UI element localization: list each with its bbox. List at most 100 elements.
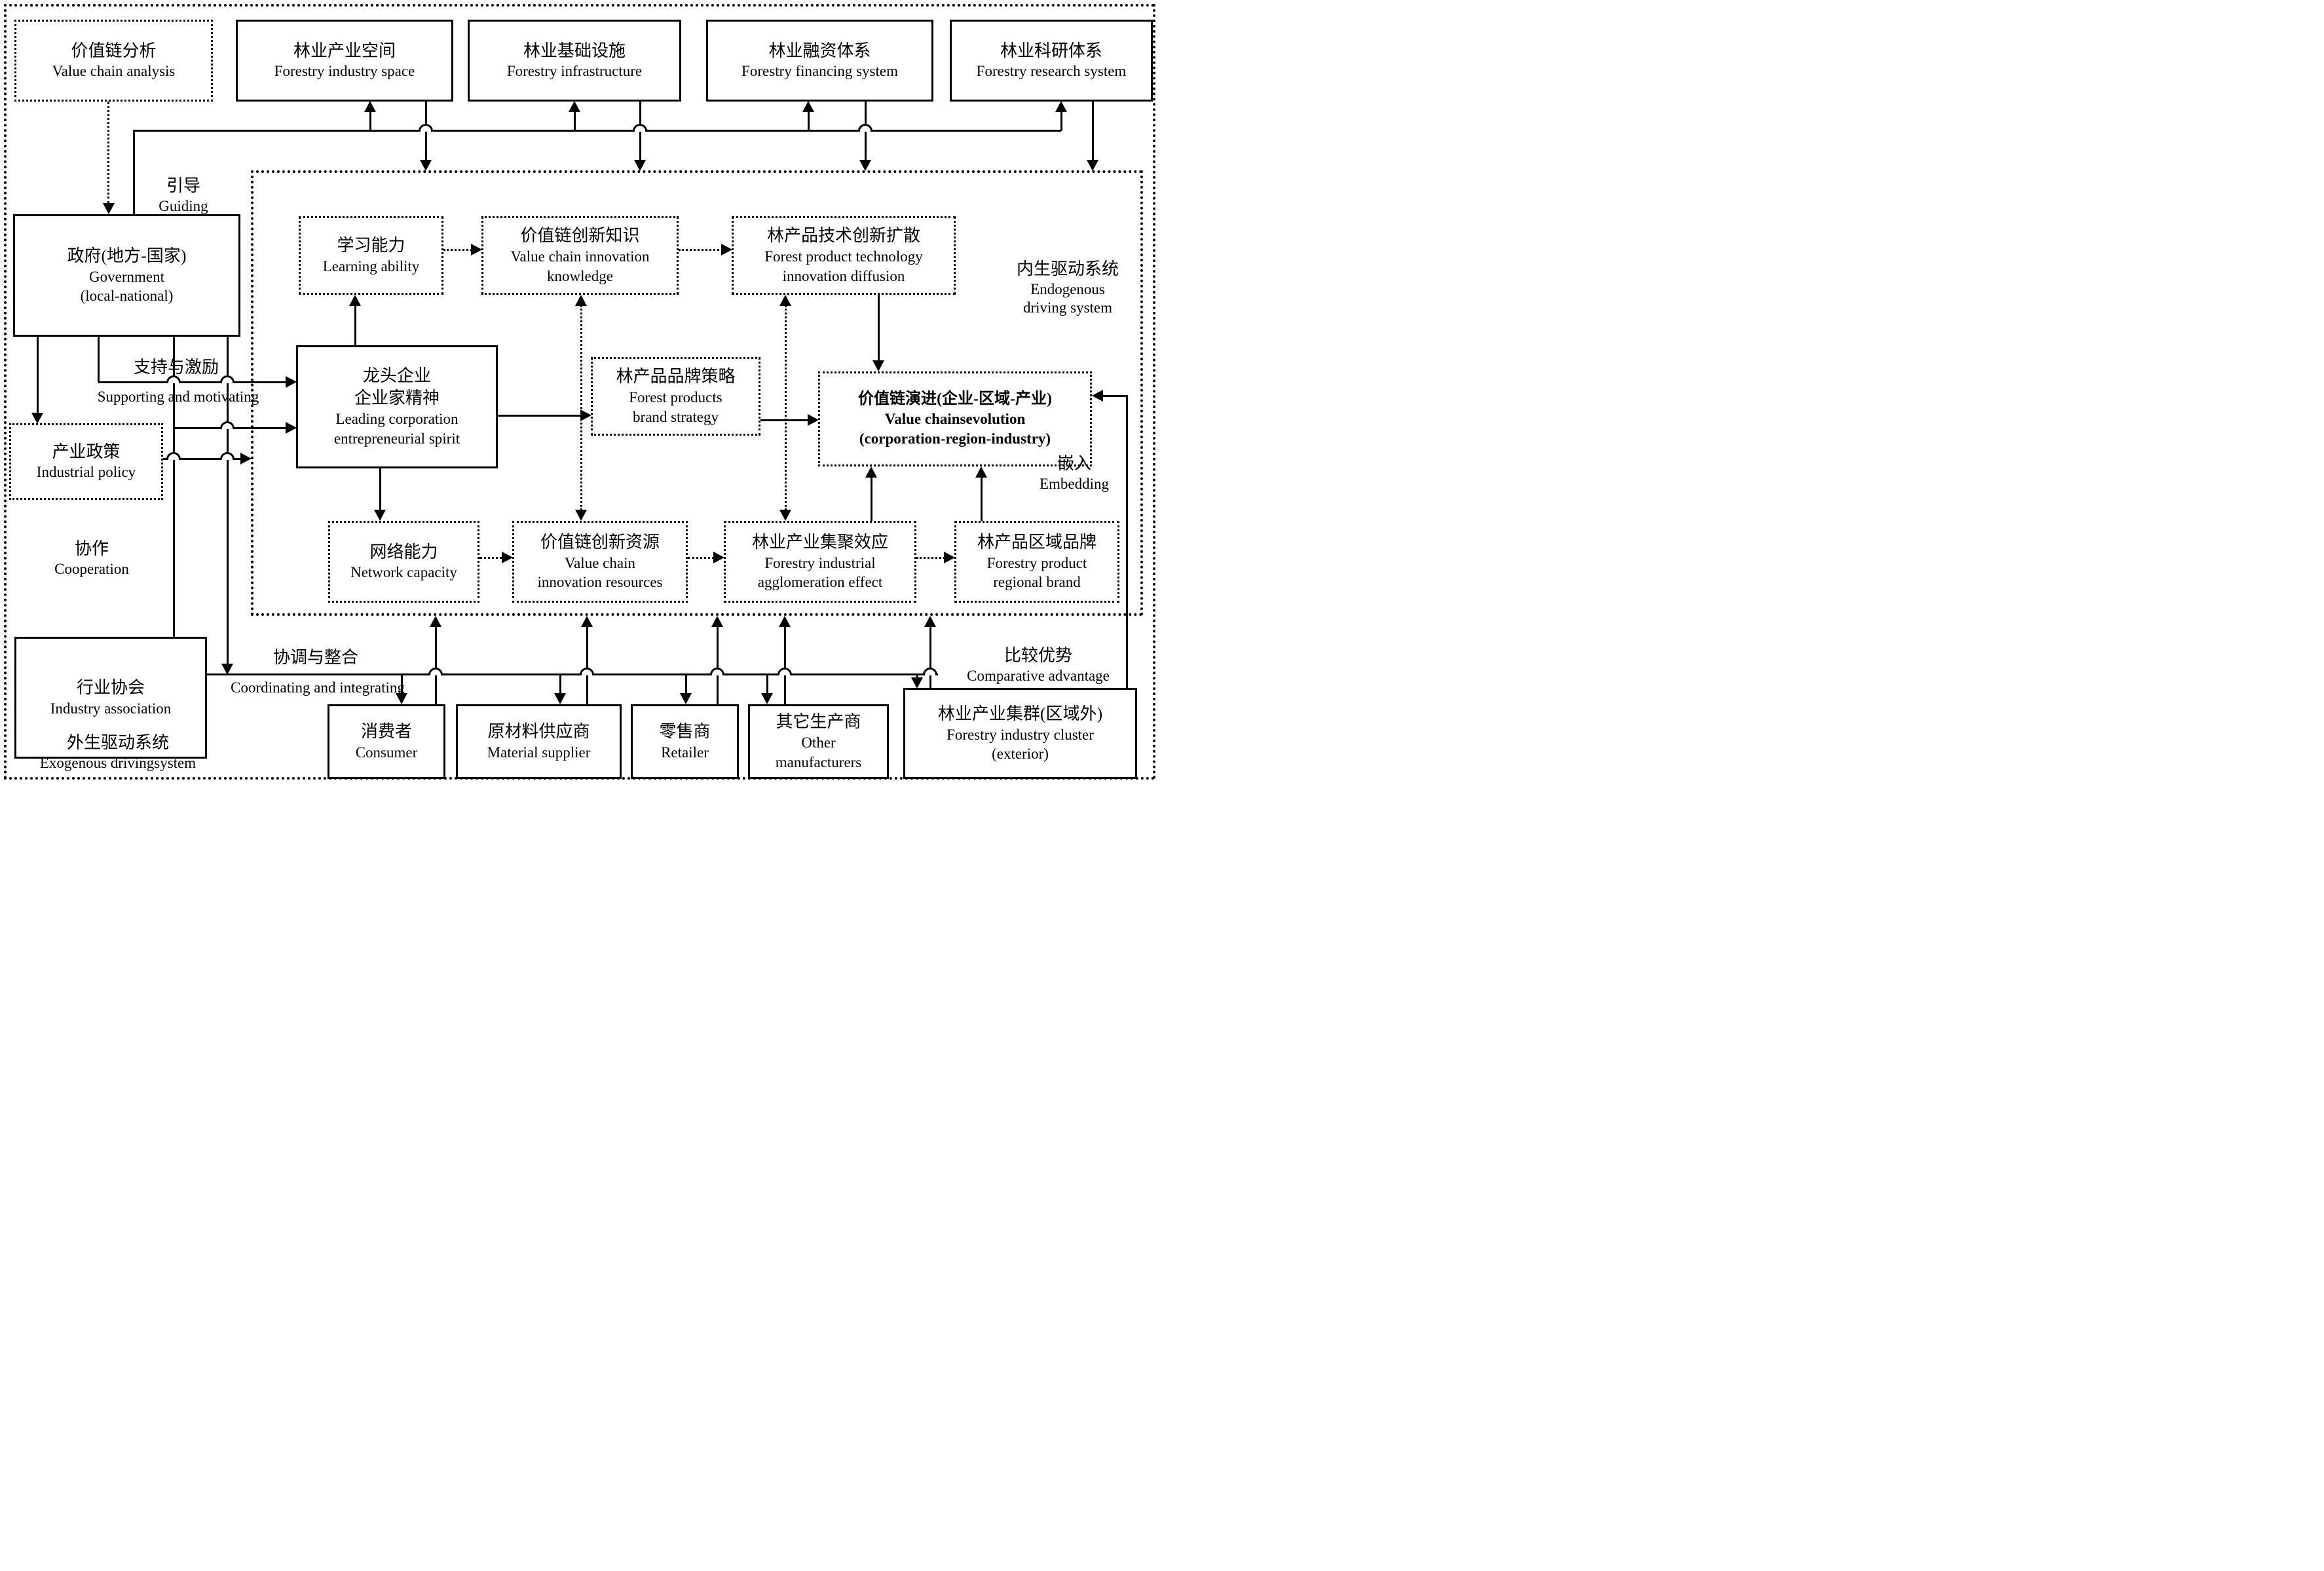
label-text: Supporting and motivating [97,388,259,405]
box-network-capacity: 网络能力 Network capacity [328,521,479,603]
label-text: driving system [1022,299,1113,316]
arrow-rail-to-consumer [401,673,403,694]
box-label: 林业产业集聚效应 [751,532,888,552]
box-label: 林产品技术创新扩散 [766,226,920,246]
arrowhead-right-icon [944,552,955,563]
box-label: Forestry industry cluster [946,726,1094,743]
line-hop [710,668,724,675]
box-label: Material supplier [487,744,591,761]
box-label: 林业科研体系 [1000,41,1102,60]
label-text: 比较优势 [1003,646,1072,665]
label-text: 支持与激励 [133,358,219,377]
box-label: Forestry industrial [764,554,876,571]
arrowhead-right-icon [721,244,732,256]
arrowhead-down-icon [420,160,432,171]
label-text: Endogenous [1030,280,1105,297]
arrow-analysis-to-government-dotted [107,102,109,204]
label-cooperation: 协作 Cooperation [26,539,157,578]
box-label: 价值链演进(企业-区域-产业) [858,390,1052,408]
arrow-bus-to-industry-space [369,111,371,131]
box-label: Forestry infrastructure [506,63,643,80]
arrowhead-down-icon [634,160,646,171]
arrow-government-to-policy [37,337,39,413]
arrow-rail-to-retailer [685,673,687,694]
arrow-knowledge-to-diffusion-dotted [679,249,726,251]
label-endogenous-system: 内生驱动系统 Endogenous driving system [996,259,1140,318]
box-label: 学习能力 [337,236,405,256]
box-label: Industry association [50,700,172,717]
box-label: Network capacity [350,564,457,581]
diagram-canvas: 价值链分析 Value chain analysis 林业产业空间 Forest… [0,0,1162,786]
box-forestry-infrastructure: 林业基础设施 Forestry infrastructure [468,20,681,102]
arrow-learning-to-knowledge-dotted [443,249,476,251]
box-label: Value chain innovation [510,248,650,265]
arrow-network-to-resources-dotted [479,557,507,559]
arrow-bus-to-financing [808,111,810,131]
arrow-other-to-inner [784,626,786,704]
label-text: 外生驱动系统 [66,733,169,752]
line-government-to-bus [133,130,135,214]
line-hop [220,452,234,460]
box-label: agglomeration effect [757,574,883,591]
box-forestry-financing-system: 林业融资体系 Forestry financing system [706,20,933,102]
arrowhead-up-icon [975,466,987,478]
label-text: 内生驱动系统 [1016,259,1119,278]
arrowhead-up-icon [349,295,361,306]
box-label: Retailer [661,744,709,761]
line-hop [220,421,234,429]
box-label: entrepreneurial spirit [333,430,460,447]
box-label: Other [801,734,836,751]
arrow-rail-to-other-manufacturers [766,673,768,694]
box-label: Forestry industry space [274,63,415,80]
box-label: Forestry research system [976,63,1127,80]
box-retailer: 零售商 Retailer [631,704,739,779]
arrow-agglomeration-to-regional-dotted [916,557,949,559]
box-technology-innovation-diffusion: 林产品技术创新扩散 Forest product technology inno… [732,216,956,295]
box-label: 行业协会 [76,678,145,698]
label-embedding: 嵌入 Embedding [1009,453,1140,493]
label-supporting-en: Supporting and motivating [64,388,293,407]
box-label: 网络能力 [369,542,438,561]
arrowhead-right-icon [713,552,724,563]
box-label: regional brand [993,574,1081,591]
label-text: Guiding [159,197,208,214]
box-label: 企业家精神 [354,388,440,408]
arrow-bus-to-infrastructure [574,111,576,131]
arrowhead-up-icon [865,466,877,478]
box-value-chain-innovation-knowledge: 价值链创新知识 Value chain innovation knowledge [481,216,679,295]
arrow-agglomeration-to-evolution [871,477,872,521]
arrow-rail-to-cluster [916,673,918,679]
box-label: 价值链创新知识 [520,226,640,246]
line-top-bus [134,130,1061,132]
box-label: Forest product technology [764,248,923,265]
line-hop [858,124,872,132]
box-label: 林业基础设施 [523,41,626,60]
box-leading-corporation: 龙头企业 企业家精神 Leading corporation entrepren… [296,345,498,468]
label-comparative-advantage: 比较优势 Comparative advantage [940,645,1136,685]
box-material-supplier: 原材料供应商 Material supplier [456,704,622,779]
arrow-government-to-rail [227,337,229,664]
box-label: Learning ability [322,257,420,274]
label-text: 嵌入 [1057,454,1091,473]
arrowhead-up-icon [779,295,791,306]
line-hop [580,668,594,675]
arrowhead-right-icon [471,244,482,256]
box-value-chain-analysis: 价值链分析 Value chain analysis [14,20,213,102]
label-text: Comparative advantage [967,667,1110,684]
box-label: (local-national) [80,288,174,305]
box-label: 原材料供应商 [487,722,590,742]
box-value-chain-evolution: 价值链演进(企业-区域-产业) Value chainsevolution (c… [818,371,1092,466]
link-diffusion-agglomeration-dotted [785,305,787,510]
arrowhead-right-icon [502,552,513,563]
line-government-support-stub [98,337,100,382]
arrowhead-down-icon [761,693,773,704]
endogenous-system-border [251,170,1143,616]
label-guiding: 引导 Guiding [134,176,233,216]
arrowhead-down-icon [374,510,386,521]
arrowhead-up-icon [581,616,593,627]
arrow-consumer-to-inner [435,626,437,704]
arrow-regional-to-evolution [981,477,983,521]
box-label: Value chain [565,554,635,571]
line-hop [166,452,181,460]
arrow-policy-to-inner [163,458,240,460]
